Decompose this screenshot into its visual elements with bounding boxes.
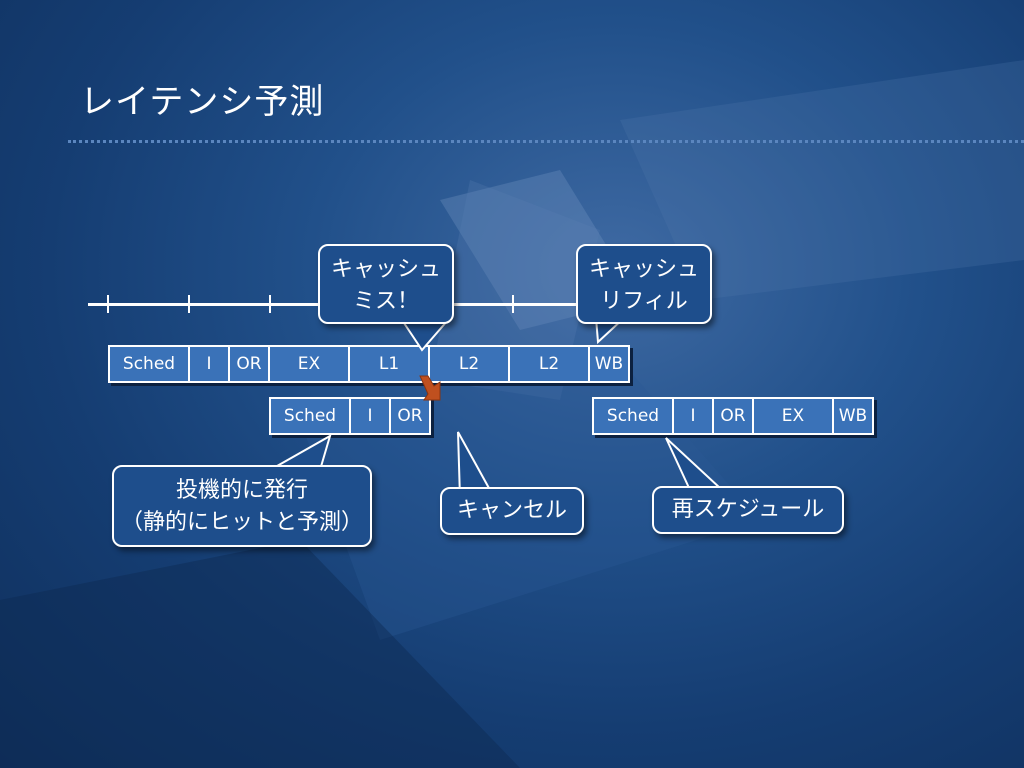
title-divider [68, 140, 1024, 143]
callout-line: 再スケジュール [671, 497, 825, 522]
stage-cell: Sched [108, 345, 190, 383]
stage-cell: EX [752, 397, 834, 435]
stage-cell: I [349, 397, 391, 435]
stage-cell: OR [228, 345, 270, 383]
stage-cell: WB [832, 397, 874, 435]
callout-tail [400, 318, 451, 352]
stage-cell: Sched [269, 397, 351, 435]
stage-cell: I [672, 397, 714, 435]
slide-title: レイテンシ予測 [80, 82, 325, 122]
clock-tick [188, 295, 190, 313]
stage-cell: OR [389, 397, 431, 435]
callout-speculative-issue: 投機的に発行 （静的にヒットと予測） [112, 465, 372, 547]
stage-cell: L1 [348, 345, 430, 383]
clock-tick [107, 295, 109, 313]
stage-cell: OR [712, 397, 754, 435]
stage-cell: L2 [428, 345, 510, 383]
callout-line: キャンセル [456, 498, 567, 523]
callout-reschedule: 再スケジュール [652, 486, 844, 534]
callout-cache-refill: キャッシュ リフィル [576, 244, 712, 324]
pipeline-row-speculative: Sched I OR [269, 397, 431, 435]
callout-line: ミス！ [352, 289, 419, 314]
callout-line: キャッシュ [588, 257, 699, 282]
callout-line: リフィル [600, 289, 688, 314]
cancel-arrow-icon [419, 375, 441, 401]
stage-cell: Sched [592, 397, 674, 435]
pipeline-row-load: Sched I OR EX L1 L2 L2 WB [108, 345, 630, 383]
stage-cell: WB [588, 345, 630, 383]
pipeline-row-rescheduled: Sched I OR EX WB [592, 397, 874, 435]
clock-tick [269, 295, 271, 313]
stage-cell: L2 [508, 345, 590, 383]
callout-line: （静的にヒットと予測） [120, 510, 363, 535]
stage-cell: I [188, 345, 230, 383]
stage-cell: EX [268, 345, 350, 383]
callout-cancel: キャンセル [440, 487, 584, 535]
clock-tick [512, 295, 514, 313]
callout-line: キャッシュ [330, 257, 441, 282]
callout-cache-miss: キャッシュ ミス！ [318, 244, 454, 324]
callout-line: 投機的に発行 [175, 478, 308, 503]
